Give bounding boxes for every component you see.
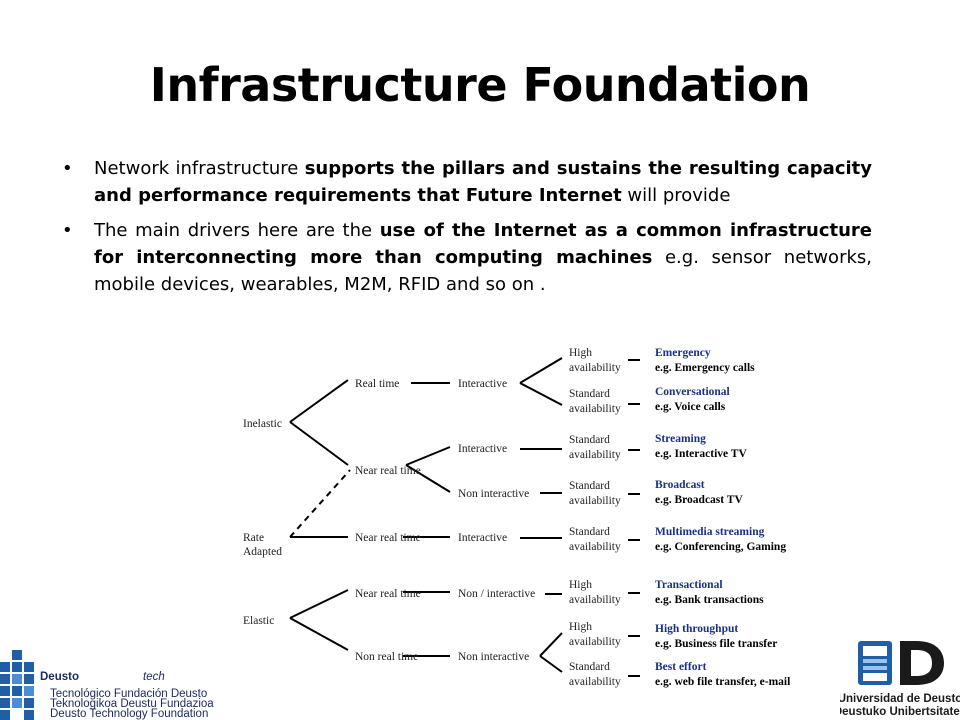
availability-4-line1: Standard: [569, 480, 610, 492]
bullet-list: Network infrastructure supports the pill…: [62, 155, 872, 306]
service-8-example: e.g. web file transfer, e-mail: [655, 676, 790, 688]
service-1-example: e.g. Emergency calls: [655, 362, 755, 374]
node-near-real-time-3: Near real time: [355, 588, 421, 600]
availability-1-line1: High: [569, 347, 592, 359]
availability-8-line2: availability: [569, 676, 621, 688]
service-2-name: Conversational: [655, 386, 730, 398]
availability-5-line1: Standard: [569, 526, 610, 538]
tree-connectors: [289, 357, 640, 677]
service-3-example: e.g. Interactive TV: [655, 448, 747, 460]
slide-title: Infrastructure Foundation: [149, 58, 811, 112]
logo-brand-deusto: Deusto: [40, 671, 79, 683]
node-elastic: Elastic: [243, 615, 274, 627]
university-name-es: Universidad de Deusto: [840, 693, 960, 705]
node-non-interactive-2: Non interactive: [458, 651, 529, 663]
deustotech-emblem-icon: [0, 650, 34, 720]
node-rate: Rate: [243, 532, 264, 544]
node-real-time: Real time: [355, 378, 399, 390]
service-8-name: Best effort: [655, 661, 707, 673]
service-6-example: e.g. Bank transactions: [655, 594, 764, 606]
node-adapted: Adapted: [243, 546, 282, 558]
service-6-name: Transactional: [655, 579, 723, 591]
availability-3-line1: Standard: [569, 434, 610, 446]
universidad-deusto-logo: Universidad de Deusto Deustuko Unibertsi…: [840, 641, 960, 718]
availability-8-line1: Standard: [569, 661, 610, 673]
availability-7-line2: availability: [569, 636, 621, 648]
service-labels: Emergency e.g. Emergency calls Conversat…: [655, 347, 790, 688]
bullet-item-2: The main drivers here are the use of the…: [62, 217, 872, 298]
deustotech-logo: Deusto tech Tecnológico Fundación Deusto…: [0, 650, 214, 720]
availability-2-line2: availability: [569, 403, 621, 415]
availability-4-line2: availability: [569, 495, 621, 507]
service-7-example: e.g. Business file transfer: [655, 638, 777, 650]
bullet-item-1: Network infrastructure supports the pill…: [62, 155, 872, 209]
availability-nodes: High availability Standard availability …: [569, 347, 621, 688]
node-non-interactive-1: Non interactive: [458, 488, 529, 500]
node-near-real-time-2: Near real time: [355, 532, 421, 544]
logo-line-1: Tecnológico Fundación Deusto: [50, 688, 207, 700]
node-interactive-3: Interactive: [458, 532, 507, 544]
availability-5-line2: availability: [569, 541, 621, 553]
logo-brand-tech: tech: [143, 671, 165, 683]
logo-line-2: Teknologikoa Deustu Fundazioa: [50, 698, 214, 710]
service-1-name: Emergency: [655, 347, 711, 359]
availability-7-line1: High: [569, 621, 592, 633]
availability-2-line1: Standard: [569, 388, 610, 400]
service-4-name: Broadcast: [655, 479, 705, 491]
node-interactive-1: Interactive: [458, 378, 507, 390]
node-non-real-time: Non real time: [355, 651, 418, 663]
node-interactive-2: Interactive: [458, 443, 507, 455]
university-name-eu: Deustuko Unibertsitatea: [840, 706, 960, 718]
service-2-example: e.g. Voice calls: [655, 401, 726, 413]
node-inelastic: Inelastic: [243, 418, 282, 430]
logo-line-3: Deusto Technology Foundation: [50, 708, 208, 720]
service-7-name: High throughput: [655, 623, 738, 635]
service-4-example: e.g. Broadcast TV: [655, 494, 743, 506]
service-5-name: Multimedia streaming: [655, 526, 765, 538]
availability-3-line2: availability: [569, 449, 621, 461]
availability-6-line2: availability: [569, 594, 621, 606]
service-5-example: e.g. Conferencing, Gaming: [655, 541, 786, 553]
service-3-name: Streaming: [655, 433, 706, 445]
node-non-slash-interactive: Non / interactive: [458, 588, 535, 600]
availability-6-line1: High: [569, 579, 592, 591]
university-crest-icon: [858, 641, 944, 685]
availability-1-line2: availability: [569, 362, 621, 374]
node-near-real-time-1: Near real time: [355, 465, 421, 477]
